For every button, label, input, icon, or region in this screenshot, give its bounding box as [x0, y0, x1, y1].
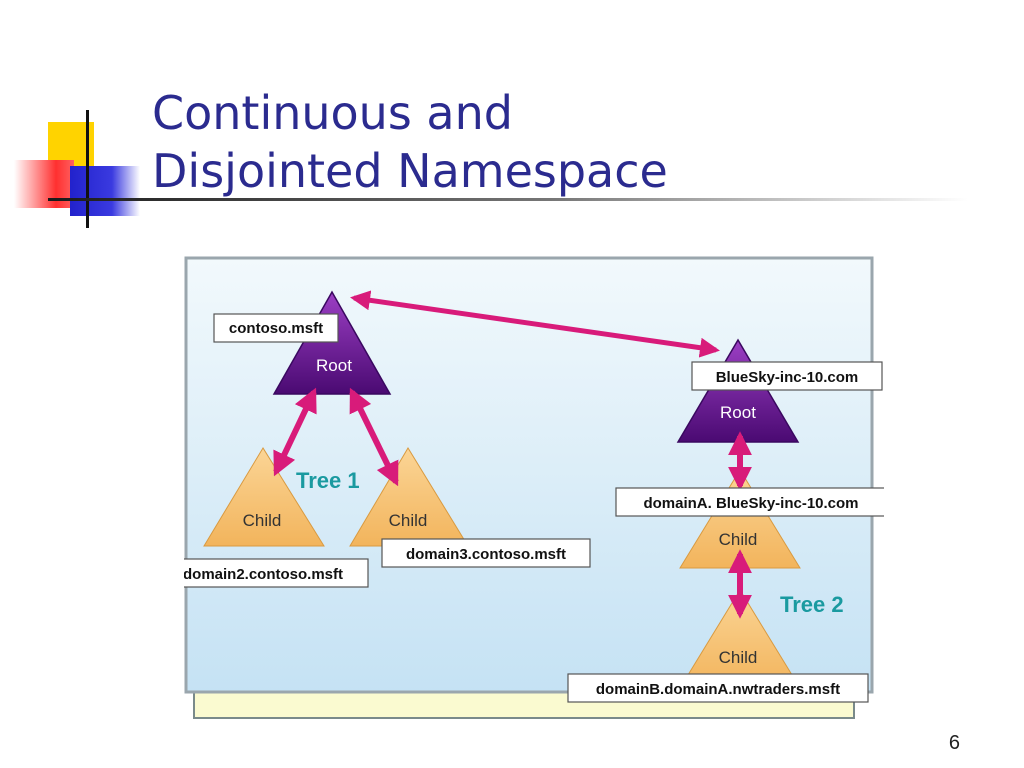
child-triangle-domain2: [203, 447, 325, 547]
arrow-root-to-domain2: [273, 387, 317, 477]
domain-text-domain2: domain2.contoso.msft: [184, 566, 343, 583]
domain-text-contoso: contoso.msft: [229, 320, 323, 337]
page-number: 6: [948, 732, 960, 754]
child-label-domainB: Child: [719, 648, 758, 667]
domain-label-contoso: contoso.msft: [213, 313, 339, 343]
root-label-tree2: Root: [720, 403, 756, 422]
domain-label-bluesky: BlueSky-inc-10.com: [691, 361, 883, 391]
root-label-tree1: Root: [316, 356, 352, 375]
arrow-contoso-to-bluesky: [350, 290, 720, 358]
domain-text-bluesky: BlueSky-inc-10.com: [716, 369, 859, 386]
arrow-root-to-domain3: [349, 387, 399, 487]
corner-logo: [14, 110, 144, 230]
domain-text-domainA: domainA. BlueSky-inc-10.com: [643, 495, 858, 512]
domain-label-domain2: domain2.contoso.msft: [184, 558, 369, 588]
logo-blue-square: [70, 166, 140, 216]
domain-label-domain3: domain3.contoso.msft: [381, 538, 591, 568]
tree1-label: Tree 1: [296, 468, 360, 493]
title-line-1: Continuous and: [152, 86, 513, 140]
child-label-domain2: Child: [243, 511, 282, 530]
slide-title: Continuous and Disjointed Namespace: [152, 84, 668, 200]
logo-vertical-line: [86, 110, 89, 228]
domain-text-domainB: domainB.domainA.nwtraders.msft: [596, 681, 840, 698]
child-label-domain3: Child: [389, 511, 428, 530]
title-line-2: Disjointed Namespace: [152, 144, 668, 198]
child-label-domainA: Child: [719, 530, 758, 549]
tree2-label: Tree 2: [780, 592, 844, 617]
namespace-diagram: Root Child Child Tree 1 Root Child Child…: [184, 256, 884, 719]
domain-label-domainB: domainB.domainA.nwtraders.msft: [567, 673, 869, 703]
title-underline: [48, 198, 968, 201]
domain-text-domain3: domain3.contoso.msft: [406, 546, 566, 563]
domain-label-domainA: domainA. BlueSky-inc-10.com: [615, 487, 884, 517]
